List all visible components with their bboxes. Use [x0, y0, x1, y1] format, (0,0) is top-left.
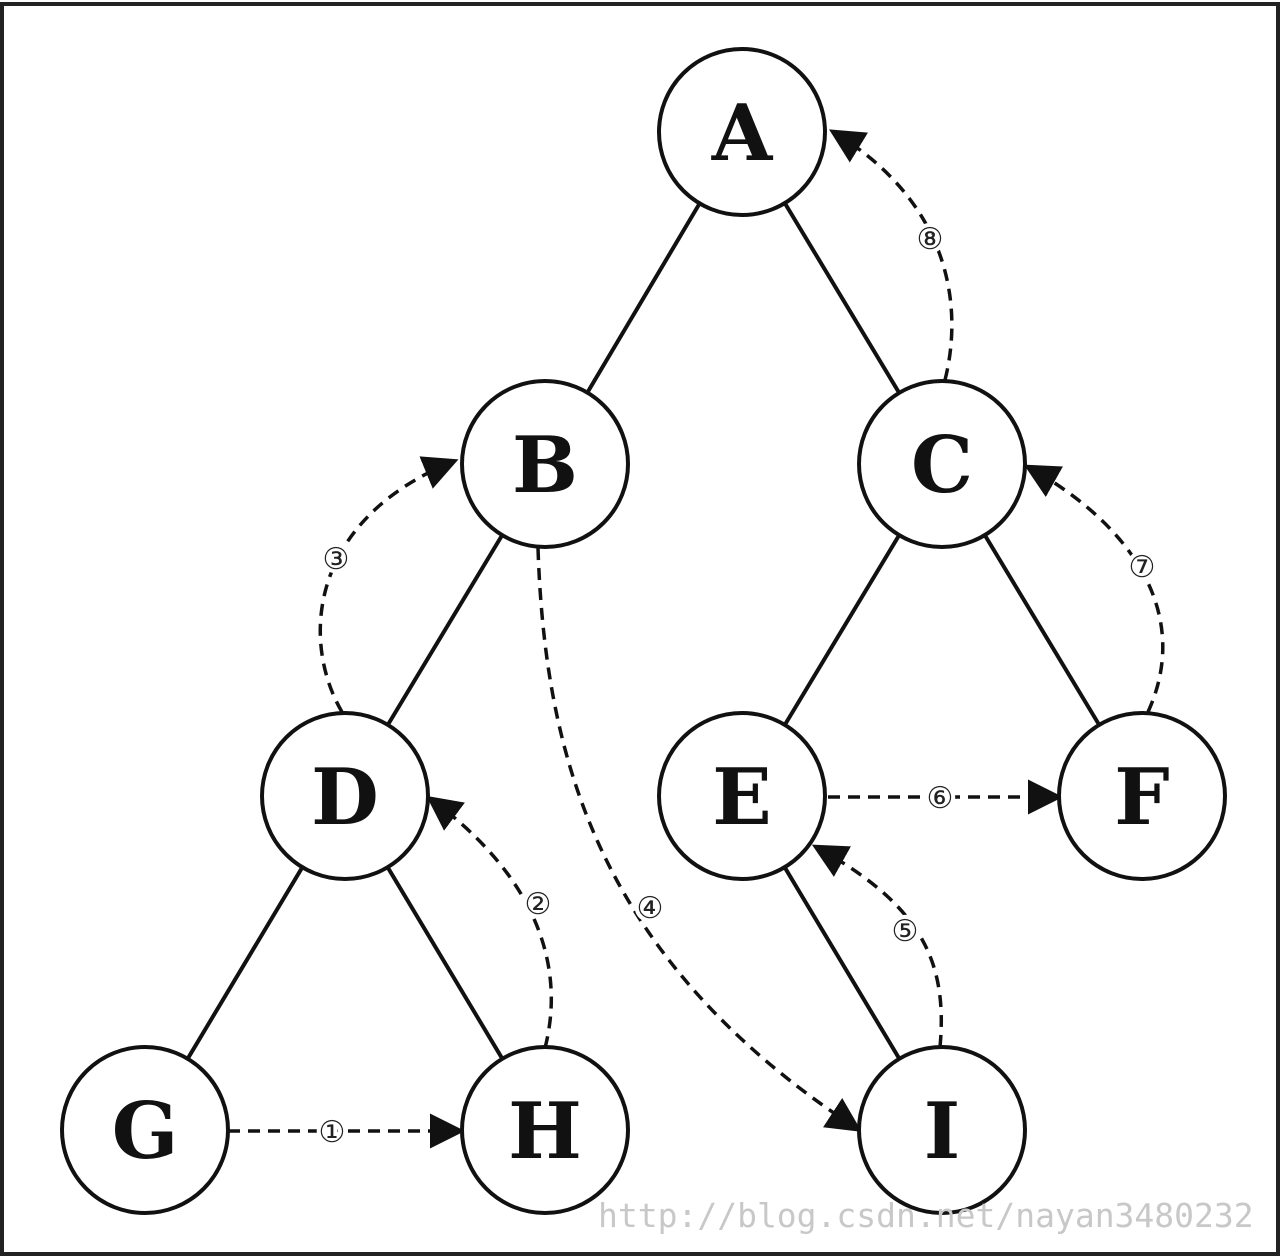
step-marker-8: ⑧ — [917, 222, 944, 257]
node-circle-d — [260, 711, 430, 881]
node-i: I — [857, 1045, 1027, 1215]
watermark-text: http://blog.csdn.net/nayan3480232 — [598, 1196, 1254, 1235]
thread-arrow-c-a — [829, 129, 954, 381]
step-marker-5: ⑤ — [892, 914, 919, 949]
thread-arrows — [228, 129, 1165, 1149]
node-circle-h — [460, 1045, 630, 1215]
node-b: B — [460, 379, 630, 549]
node-label-c: C — [911, 420, 973, 511]
edge-d-h — [385, 866, 505, 1060]
node-h: H — [460, 1045, 630, 1215]
node-label-h: H — [508, 1086, 582, 1177]
edge-c-f — [983, 534, 1101, 726]
node-label-a: A — [711, 88, 774, 179]
node-label-g: G — [112, 1086, 179, 1177]
node-label-e: E — [712, 752, 771, 843]
node-circle-i — [857, 1045, 1027, 1215]
tree-nodes: A B C D E F G H I — [60, 47, 1227, 1215]
node-circle-f — [1057, 711, 1227, 881]
edge-c-e — [783, 534, 901, 726]
node-label-d: D — [311, 752, 379, 843]
thread-arrow-d-b — [318, 456, 459, 713]
node-g: G — [60, 1045, 230, 1215]
edge-b-d — [386, 534, 504, 726]
node-circle-b — [460, 379, 630, 549]
thread-arrow-h-d — [426, 795, 553, 1049]
tree-edges — [185, 202, 1101, 1060]
node-label-b: B — [512, 420, 578, 511]
node-d: D — [260, 711, 430, 881]
node-circle-c — [857, 379, 1027, 549]
thread-arrow-f-c — [1023, 464, 1165, 713]
step-marker-1: ① — [319, 1115, 346, 1150]
step-marker-7: ⑦ — [1129, 550, 1156, 585]
node-circle-e — [657, 711, 827, 881]
thread-arrow-i-e — [811, 844, 944, 1048]
node-a: A — [657, 47, 827, 217]
node-label-i: I — [924, 1086, 961, 1177]
step-marker-4: ④ — [637, 891, 664, 926]
node-f: F — [1057, 711, 1227, 881]
step-marker-6: ⑥ — [927, 781, 954, 816]
edge-d-g — [185, 866, 305, 1060]
edge-a-c — [783, 202, 901, 394]
edge-e-i — [782, 866, 902, 1060]
node-c: C — [857, 379, 1027, 549]
node-e: E — [657, 711, 827, 881]
step-marker-3: ③ — [323, 542, 350, 577]
node-circle-g — [60, 1045, 230, 1215]
edge-a-b — [585, 202, 702, 394]
step-markers: ① ② ③ ④ ⑤ ⑥ ⑦ ⑧ — [315, 218, 1160, 1154]
node-circle-a — [657, 47, 827, 217]
node-label-f: F — [1114, 752, 1169, 843]
thread-arrow-b-i — [536, 547, 862, 1132]
step-marker-2: ② — [525, 887, 552, 922]
